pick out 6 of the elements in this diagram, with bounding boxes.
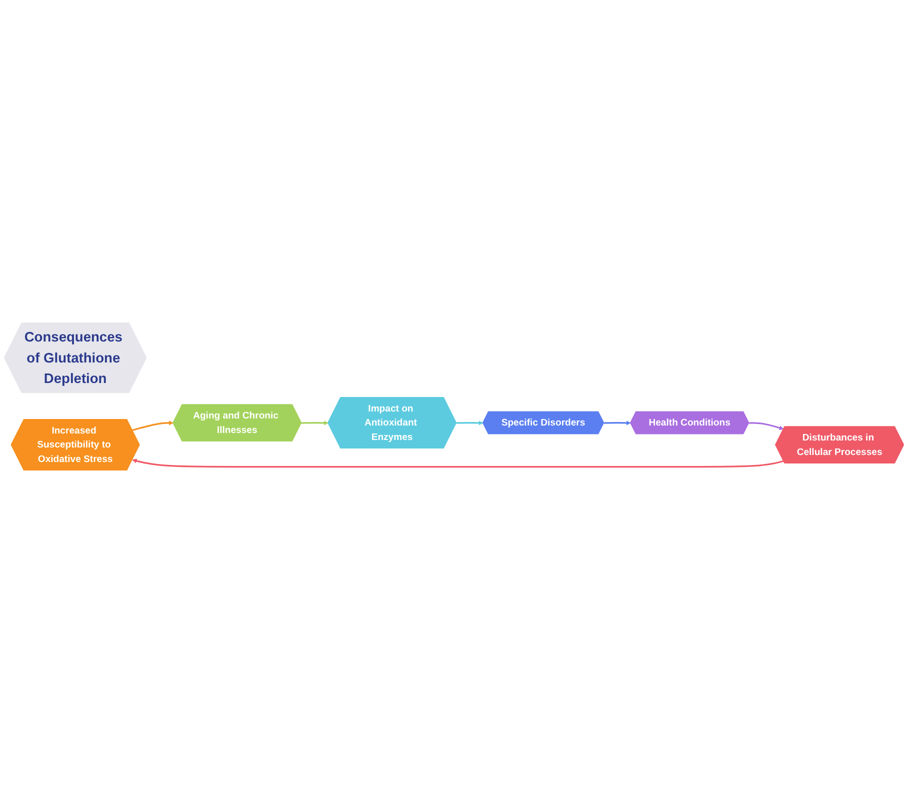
arrow — [132, 420, 174, 431]
arrow — [132, 458, 784, 468]
arrow — [456, 420, 484, 426]
arrow — [749, 422, 784, 430]
arrow — [302, 420, 328, 426]
arrow — [604, 420, 631, 426]
